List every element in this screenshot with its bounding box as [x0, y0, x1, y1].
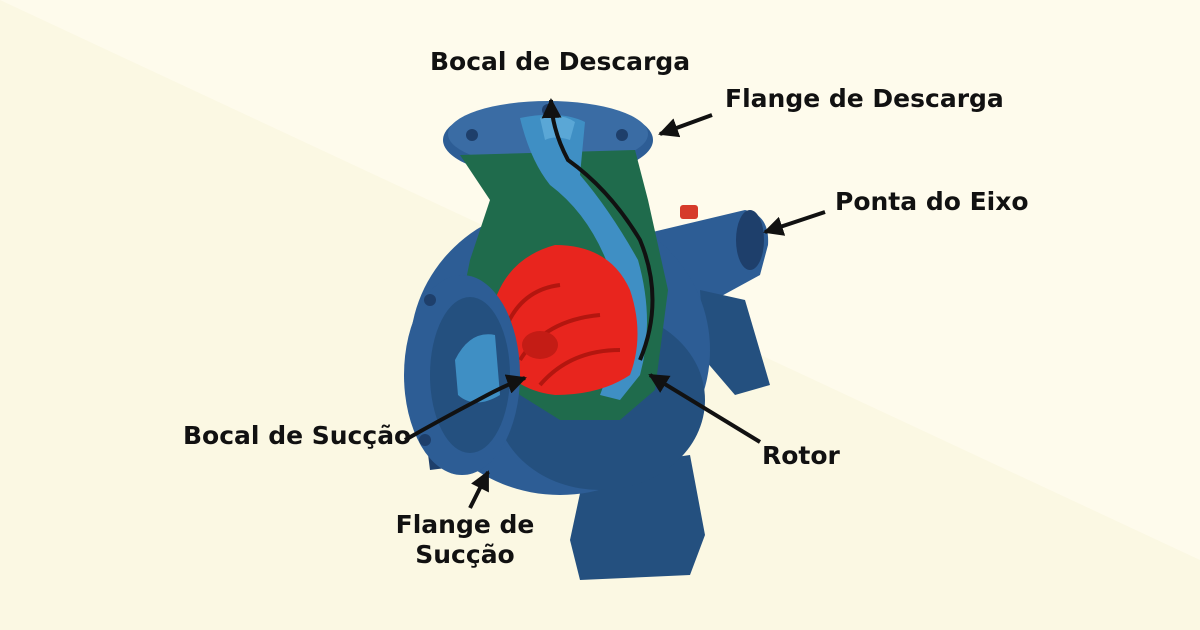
flange-bolt-hole: [419, 434, 431, 446]
suction-flange-leader: [468, 470, 490, 509]
label-discharge-nozzle: Bocal de Descarga: [430, 47, 691, 76]
label-suction-flange-line2: Sucção: [415, 540, 515, 569]
flange-bolt-hole: [466, 129, 478, 141]
label-shaft-end: Ponta do Eixo: [835, 187, 1029, 216]
rear-support-foot: [700, 290, 770, 395]
label-impeller: Rotor: [762, 441, 840, 470]
impeller-body: [490, 245, 638, 395]
label-suction-nozzle: Bocal de Sucção: [183, 421, 412, 450]
flange-bolt-hole: [424, 294, 436, 306]
discharge-opening: [540, 115, 575, 140]
impeller-vane: [538, 348, 621, 387]
suction-nozzle-leader: [404, 374, 527, 442]
impeller-leader: [648, 373, 762, 444]
shaft-end-cap: [736, 210, 764, 270]
shaft-end-leader: [763, 210, 826, 236]
flange-bolt-hole: [616, 129, 628, 141]
impeller-hub: [522, 331, 558, 359]
oil-plug: [680, 205, 698, 219]
label-suction-flange-line1: Flange de: [395, 510, 535, 539]
suction-opening: [455, 334, 500, 403]
flow-path-arrow: [541, 98, 655, 361]
label-discharge-flange: Flange de Descarga: [725, 84, 1004, 113]
label-suction-flange: Flange de Sucção: [390, 510, 540, 570]
discharge-flange-leader: [658, 113, 713, 138]
